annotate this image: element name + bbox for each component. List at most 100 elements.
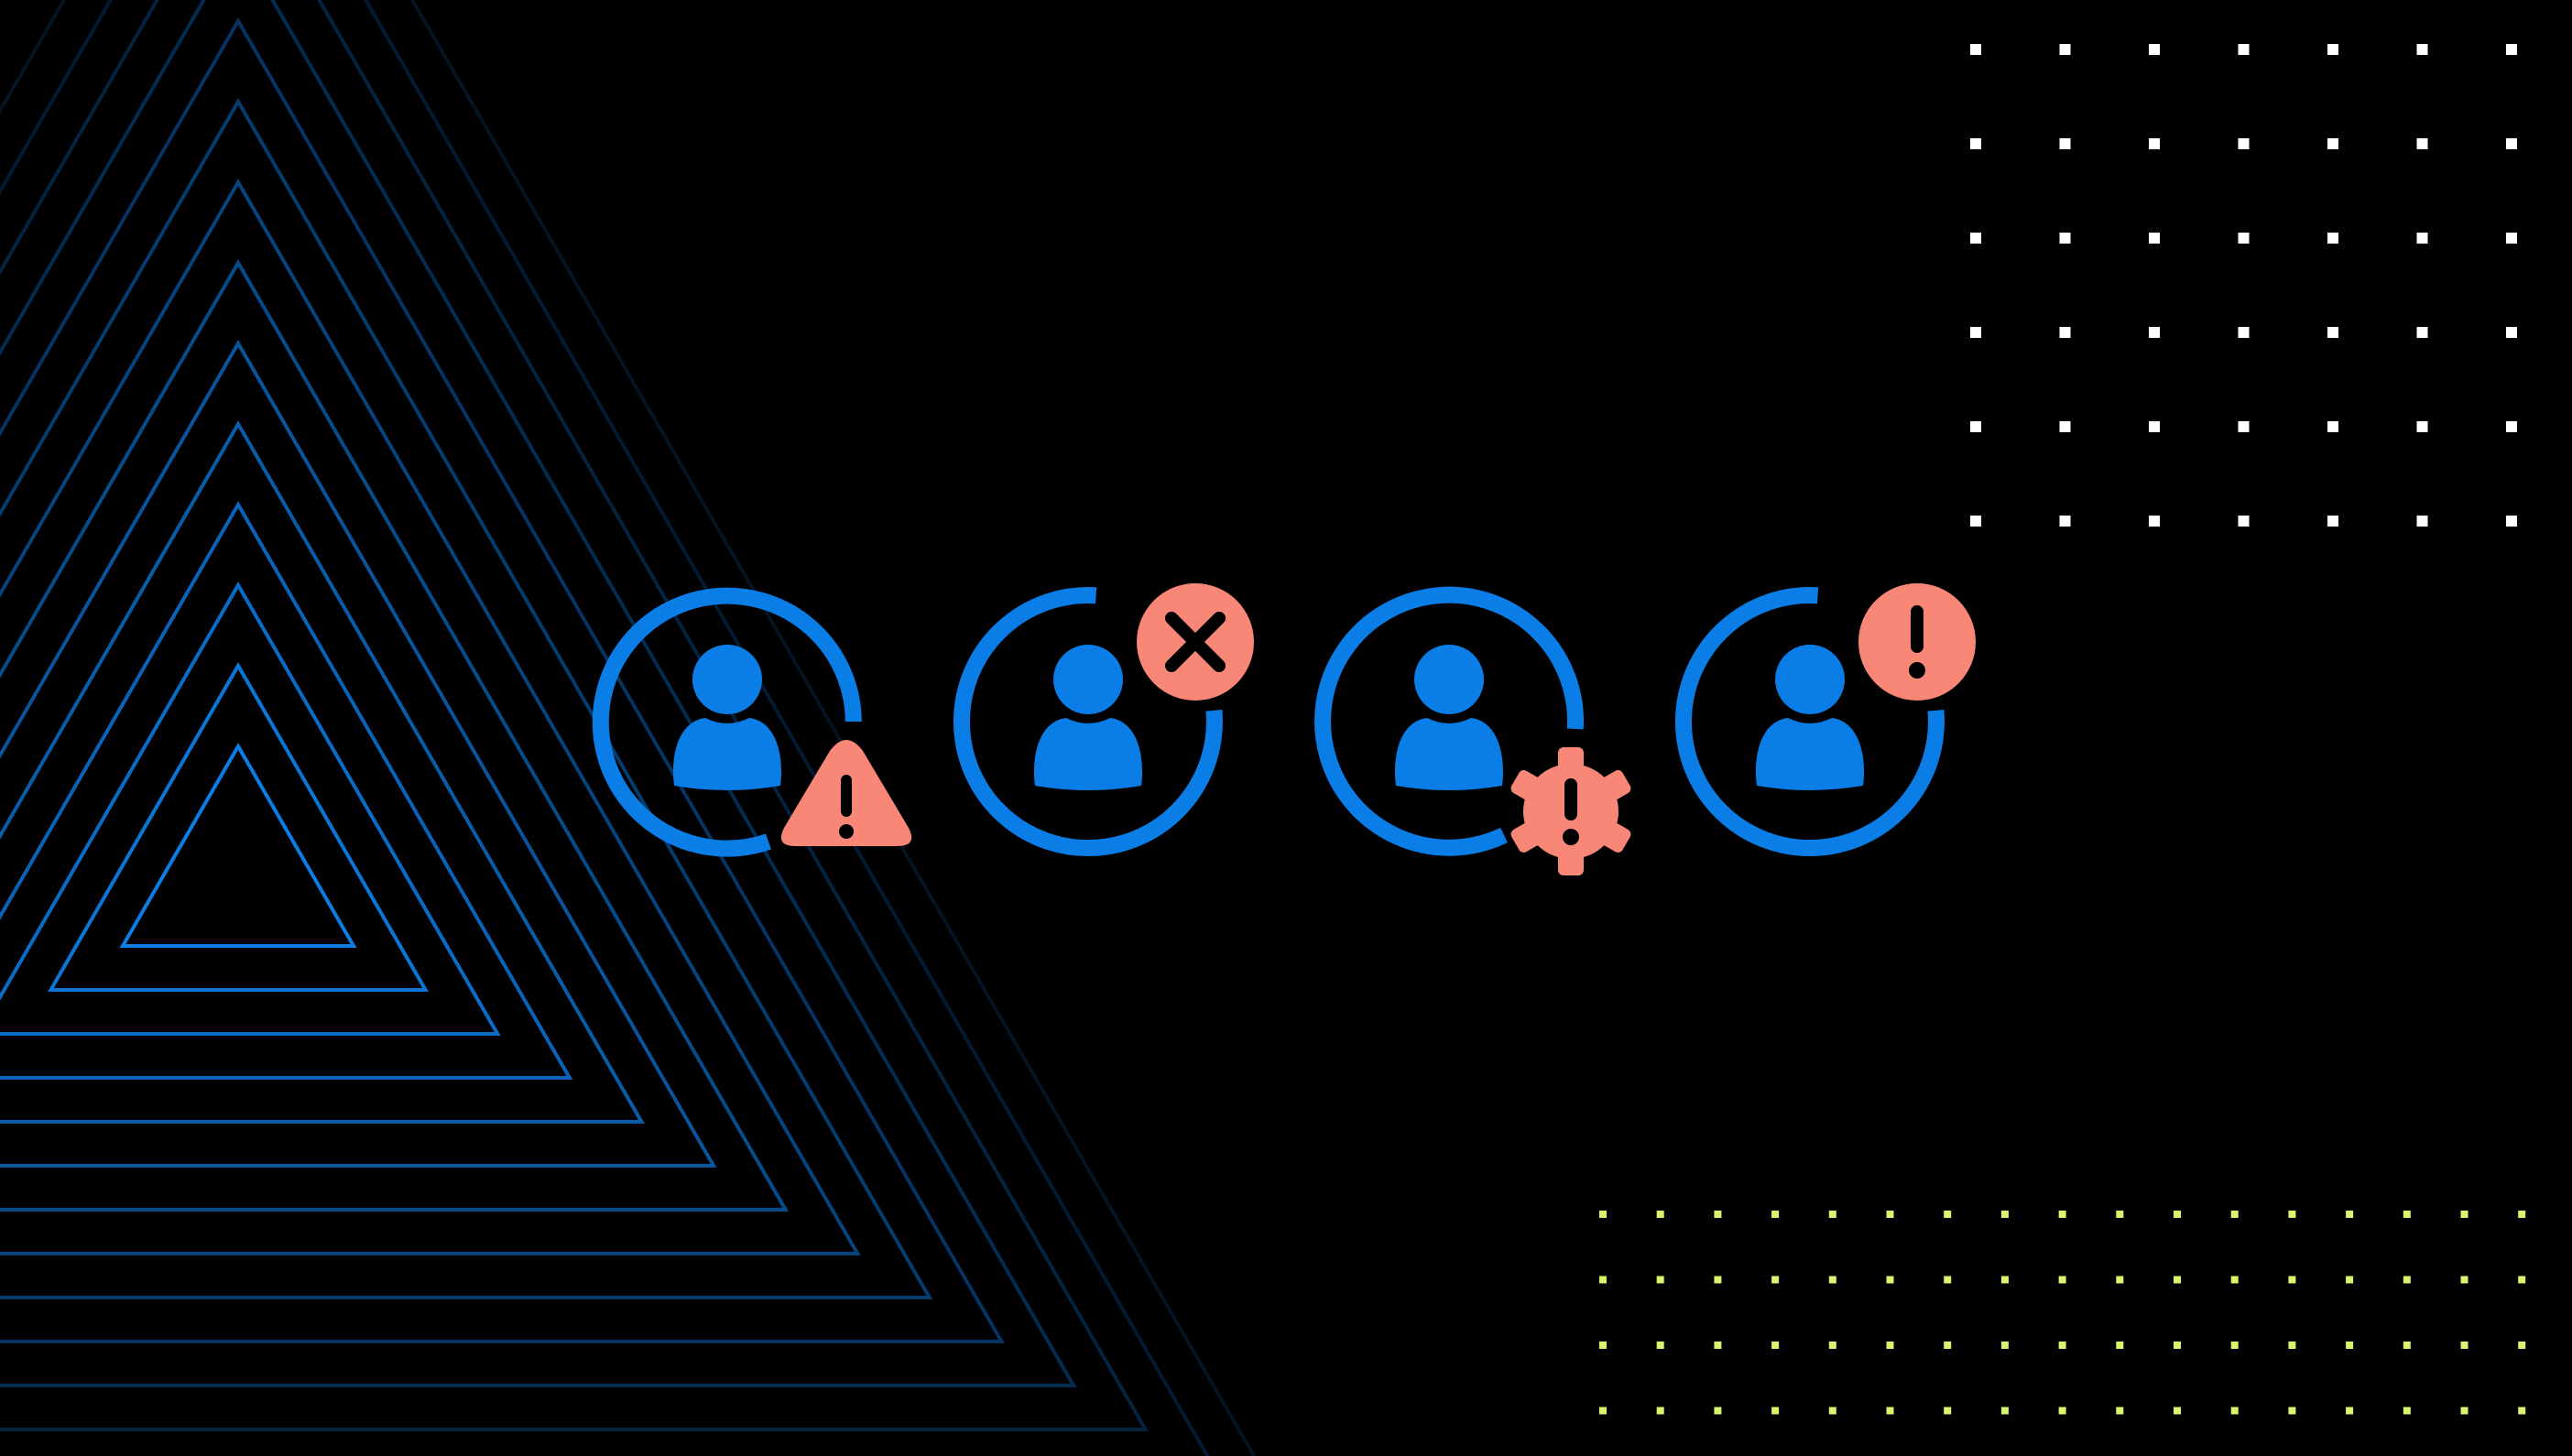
green-dot bbox=[1828, 1407, 1836, 1415]
triangle-outline bbox=[0, 420, 645, 1124]
white-dot bbox=[2506, 233, 2517, 244]
green-dot bbox=[1828, 1276, 1836, 1284]
green-dot bbox=[2174, 1211, 2181, 1218]
green-dot bbox=[2346, 1211, 2354, 1218]
green-dot bbox=[2058, 1276, 2066, 1284]
green-dot bbox=[2288, 1276, 2296, 1284]
green-dot bbox=[2058, 1211, 2066, 1218]
green-dot bbox=[2518, 1276, 2526, 1284]
green-dot bbox=[1828, 1342, 1836, 1349]
white-dot bbox=[2059, 421, 2071, 432]
triangle-outline bbox=[0, 501, 573, 1080]
triangle-outline bbox=[0, 259, 790, 1212]
user-head bbox=[1053, 645, 1123, 714]
green-dot bbox=[1771, 1407, 1780, 1415]
green-dot bbox=[2403, 1342, 2411, 1349]
green-dot bbox=[2518, 1407, 2526, 1415]
green-dot bbox=[1886, 1407, 1894, 1415]
white-dot bbox=[2149, 327, 2160, 338]
white-dot bbox=[1970, 44, 1981, 55]
user-warning-icon bbox=[592, 587, 912, 857]
user-blocked-icon bbox=[953, 583, 1254, 856]
green-dot bbox=[2518, 1211, 2526, 1218]
user-alert-icon bbox=[1674, 583, 1976, 856]
white-dot bbox=[2416, 44, 2428, 55]
white-dot bbox=[2506, 44, 2517, 55]
green-dot bbox=[1599, 1407, 1607, 1415]
green-dot bbox=[1599, 1342, 1607, 1349]
green-dot bbox=[1886, 1276, 1894, 1284]
white-dot bbox=[2059, 516, 2071, 527]
green-dot bbox=[2346, 1407, 2354, 1415]
white-dot bbox=[1970, 516, 1981, 527]
white-dot bbox=[2059, 138, 2071, 149]
white-dot bbox=[1970, 233, 1981, 244]
green-dot bbox=[1944, 1342, 1952, 1349]
green-dot bbox=[2174, 1342, 2181, 1349]
green-dot bbox=[2403, 1407, 2411, 1415]
white-dot bbox=[2059, 327, 2071, 338]
triangle-outline bbox=[0, 340, 717, 1168]
green-dot bbox=[1714, 1407, 1722, 1415]
green-dot bbox=[2460, 1407, 2468, 1415]
green-dot bbox=[1656, 1407, 1664, 1415]
exclamation-circle-badge-icon bbox=[1858, 583, 1976, 701]
user-body bbox=[1394, 718, 1504, 790]
white-dot bbox=[1970, 327, 1981, 338]
white-dot bbox=[2238, 516, 2250, 527]
user-body bbox=[1755, 718, 1865, 790]
user-settings-error-icon bbox=[1314, 586, 1631, 875]
white-dot bbox=[2059, 44, 2071, 55]
green-dot bbox=[2000, 1342, 2009, 1349]
green-dot bbox=[1656, 1342, 1664, 1349]
green-dot bbox=[2230, 1211, 2239, 1218]
user-body bbox=[672, 718, 782, 790]
triangle-outline bbox=[0, 581, 501, 1036]
user-head bbox=[692, 645, 762, 714]
white-dot bbox=[2149, 233, 2160, 244]
white-dot bbox=[2059, 233, 2071, 244]
green-dot bbox=[1944, 1211, 1952, 1218]
white-dot bbox=[2327, 138, 2338, 149]
green-dot bbox=[1656, 1211, 1664, 1218]
white-dot bbox=[2416, 421, 2428, 432]
green-dot bbox=[1886, 1342, 1894, 1349]
green-dot bbox=[2230, 1407, 2239, 1415]
green-dot bbox=[2230, 1342, 2239, 1349]
green-dot bbox=[2403, 1211, 2411, 1218]
green-dot bbox=[1944, 1407, 1952, 1415]
green-dot bbox=[1828, 1211, 1836, 1218]
white-dot bbox=[2238, 138, 2250, 149]
user-head bbox=[1414, 645, 1484, 714]
white-dot bbox=[2327, 421, 2338, 432]
green-dot bbox=[2174, 1407, 2181, 1415]
green-dot bbox=[1771, 1276, 1780, 1284]
green-dot bbox=[2058, 1407, 2066, 1415]
triangle-outline bbox=[0, 0, 1077, 1387]
green-dot bbox=[2288, 1407, 2296, 1415]
white-dot bbox=[2149, 138, 2160, 149]
white-dot bbox=[2327, 44, 2338, 55]
green-dot bbox=[1771, 1342, 1780, 1349]
white-dot bbox=[2506, 516, 2517, 527]
green-dot bbox=[1771, 1211, 1780, 1218]
white-dot bbox=[2327, 233, 2338, 244]
triangle-outline bbox=[0, 0, 1210, 1456]
white-dot bbox=[2416, 233, 2428, 244]
green-dot bbox=[2000, 1211, 2009, 1218]
triangle-outline bbox=[47, 662, 430, 992]
white-dot bbox=[2149, 421, 2160, 432]
green-dot bbox=[2346, 1342, 2354, 1349]
white-dot bbox=[2416, 516, 2428, 527]
green-dot bbox=[1714, 1211, 1722, 1218]
white-dot bbox=[2327, 327, 2338, 338]
white-dot bbox=[2238, 327, 2250, 338]
green-dot bbox=[2460, 1276, 2468, 1284]
green-dot bbox=[2460, 1211, 2468, 1218]
green-dot bbox=[2288, 1342, 2296, 1349]
gear-exclamation-badge-icon bbox=[1510, 747, 1631, 875]
green-dot bbox=[2116, 1407, 2124, 1415]
white-dot bbox=[2506, 138, 2517, 149]
